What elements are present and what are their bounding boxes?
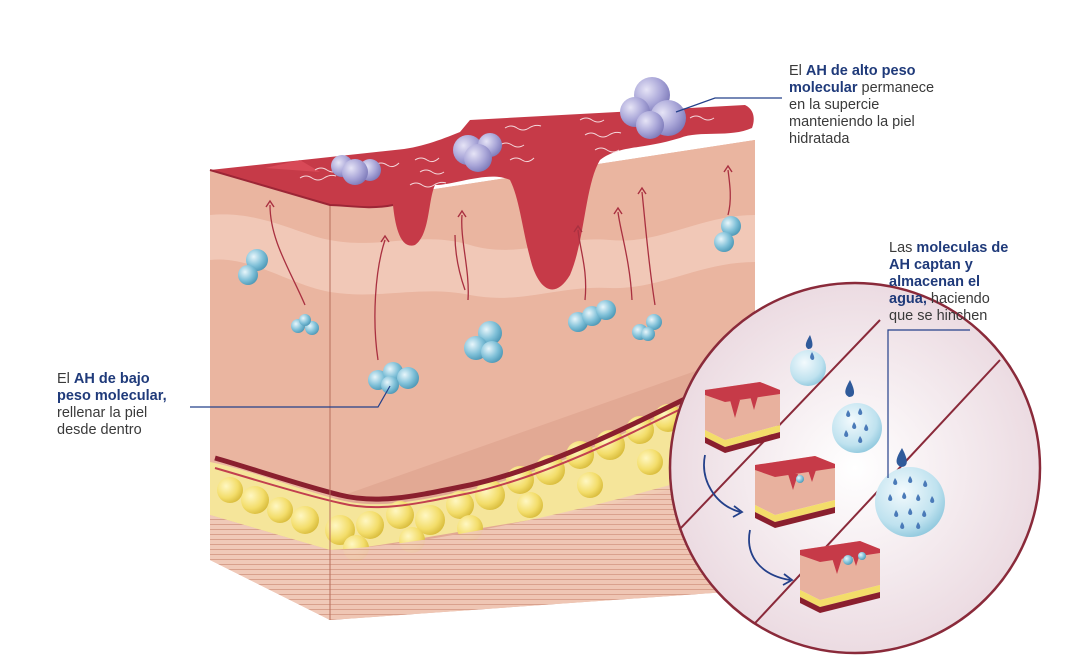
mini-skin-2 [755, 456, 835, 528]
basement-membrane [214, 362, 757, 502]
label-line: manteniendo la piel [789, 114, 915, 130]
mini-skin-1 [705, 382, 780, 453]
hypodermis-stripes [210, 515, 330, 620]
hydration-inset [668, 281, 1042, 655]
water-waves [299, 115, 715, 188]
high-mw-molecules [331, 77, 686, 185]
migration-arrows [265, 165, 733, 361]
water-bubble-small [790, 335, 826, 386]
label-line: en la supercie [789, 97, 880, 113]
label-capture: Las moleculas de AH captan y almacenan e… [889, 240, 1008, 325]
water-bubble-large [875, 448, 945, 537]
leader-lines [190, 97, 970, 478]
dermis-top [330, 140, 755, 500]
water-bubble-medium [832, 380, 882, 453]
papillary-band [210, 214, 755, 298]
label-line: almacenan el [889, 274, 981, 290]
label-line: molecular permanece [789, 80, 935, 96]
label-line: que se hinchen [889, 308, 988, 324]
label-line: El AH de alto peso [789, 63, 916, 79]
label-line: rellenar la piel [57, 405, 148, 421]
label-line: Las moleculas de [889, 240, 1009, 256]
label-high-mw: El AH de alto peso molecular permanece e… [789, 63, 934, 148]
label-line: AH captan y [889, 257, 973, 273]
label-line: agua, haciendo [889, 291, 990, 307]
mini-skin-3 [800, 541, 880, 613]
label-line: desde dentro [57, 422, 142, 438]
label-low-mw: El AH de bajo peso molecular, rellenar l… [57, 371, 167, 439]
label-line: hidratada [789, 131, 850, 147]
low-mw-molecules [238, 216, 741, 394]
label-line: El AH de bajo [57, 371, 150, 387]
label-line: peso molecular, [57, 388, 167, 404]
